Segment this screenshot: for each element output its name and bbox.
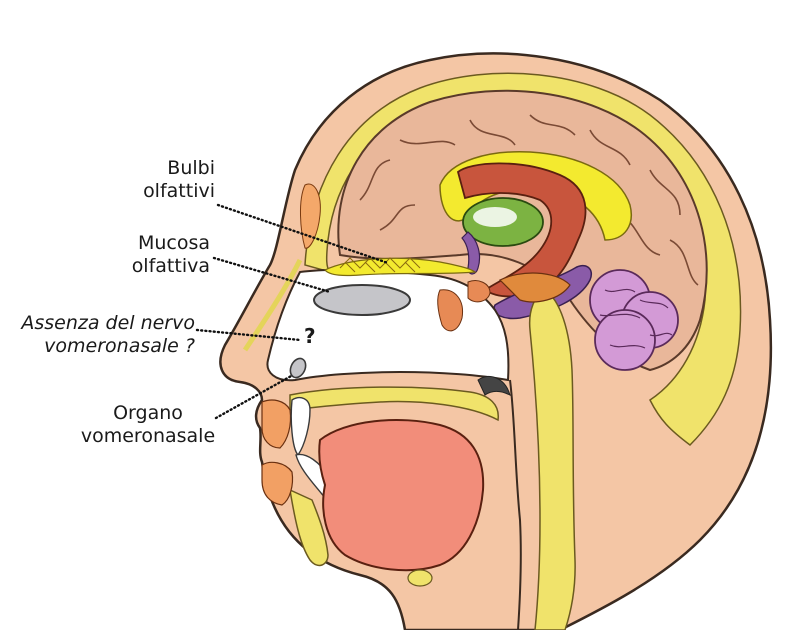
leader-olfactory-mucosa [212, 256, 332, 294]
vomeronasal-organ [289, 357, 307, 379]
hyoid [407, 569, 433, 587]
label-olfactory-bulbs-line1: Bulbi [167, 157, 215, 179]
label-vomeronasal-absence-line1: Assenza del nervo [21, 312, 195, 334]
nasal-bone [242, 258, 303, 352]
label-vomeronasal-organ: Organo vomeronasale [78, 402, 218, 448]
leader-olfactory-bulbs [216, 203, 390, 265]
olfactory-netting [339, 257, 421, 273]
label-vomeronasal-organ-line1: Organo [113, 402, 183, 424]
label-vomeronasal-absence: Assenza del nervo vomeronasale ? [5, 312, 195, 358]
label-olfactory-mucosa-line1: Mucosa [137, 232, 210, 254]
label-olfactory-bulbs: Bulbi olfattivi [120, 157, 215, 203]
leader-vomeronasal-organ [214, 373, 295, 420]
label-olfactory-bulbs-line2: olfattivi [143, 180, 215, 202]
palate [289, 386, 499, 422]
soft-palate [477, 376, 511, 396]
leader-lines [195, 203, 390, 420]
leader-vomeronasal-absence [195, 328, 302, 342]
brainstem [528, 289, 576, 630]
pons [498, 272, 571, 303]
label-olfactory-mucosa: Mucosa olfattiva [110, 232, 210, 278]
cerebellum [589, 269, 679, 371]
lower-lip [261, 461, 294, 506]
thalamus-highlight [473, 207, 517, 227]
question-mark: ? [304, 324, 316, 348]
optic-tract [461, 231, 481, 275]
mandible [289, 488, 329, 567]
pituitary [467, 280, 491, 303]
label-olfactory-mucosa-line2: olfattiva [131, 255, 210, 277]
upper-lip [261, 399, 292, 449]
sphenoid [437, 289, 464, 332]
tongue [318, 419, 485, 572]
frontal-sinus [299, 183, 321, 249]
upper-tooth [290, 397, 311, 457]
label-vomeronasal-absence-line2: vomeronasale ? [44, 335, 195, 357]
pharynx [509, 379, 522, 630]
olfactory-mucosa [313, 284, 411, 316]
label-vomeronasal-organ-line2: vomeronasale [80, 425, 216, 447]
